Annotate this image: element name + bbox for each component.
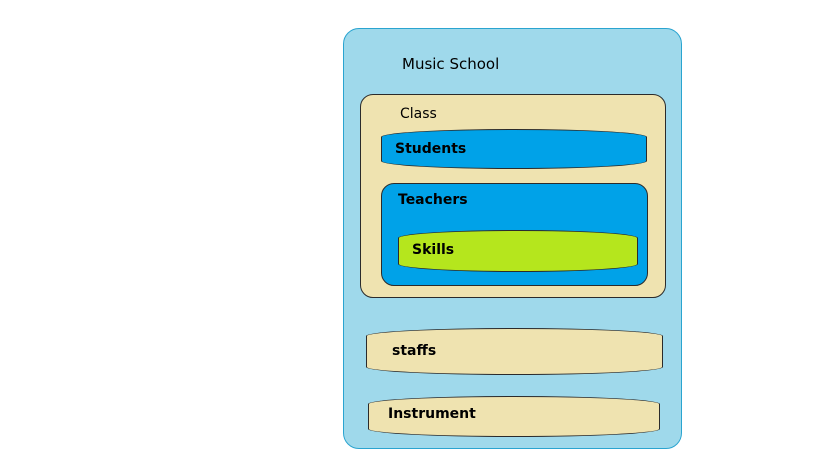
music-school-container: Music School Class Students Teachers Ski…: [343, 28, 682, 449]
students-label: Students: [395, 141, 467, 157]
skills-label: Skills: [412, 242, 455, 258]
staffs-label: staffs: [392, 343, 437, 359]
class-container: Class Students Teachers Skills: [360, 94, 666, 298]
teachers-container: Teachers Skills: [381, 183, 648, 286]
skills-node: Skills: [398, 230, 638, 272]
teachers-label: Teachers: [398, 192, 468, 208]
class-label: Class: [400, 106, 437, 122]
music-school-label: Music School: [402, 55, 500, 73]
instrument-node: Instrument: [368, 396, 660, 437]
staffs-node: staffs: [366, 328, 663, 375]
instrument-label: Instrument: [388, 406, 476, 422]
students-node: Students: [381, 129, 647, 169]
